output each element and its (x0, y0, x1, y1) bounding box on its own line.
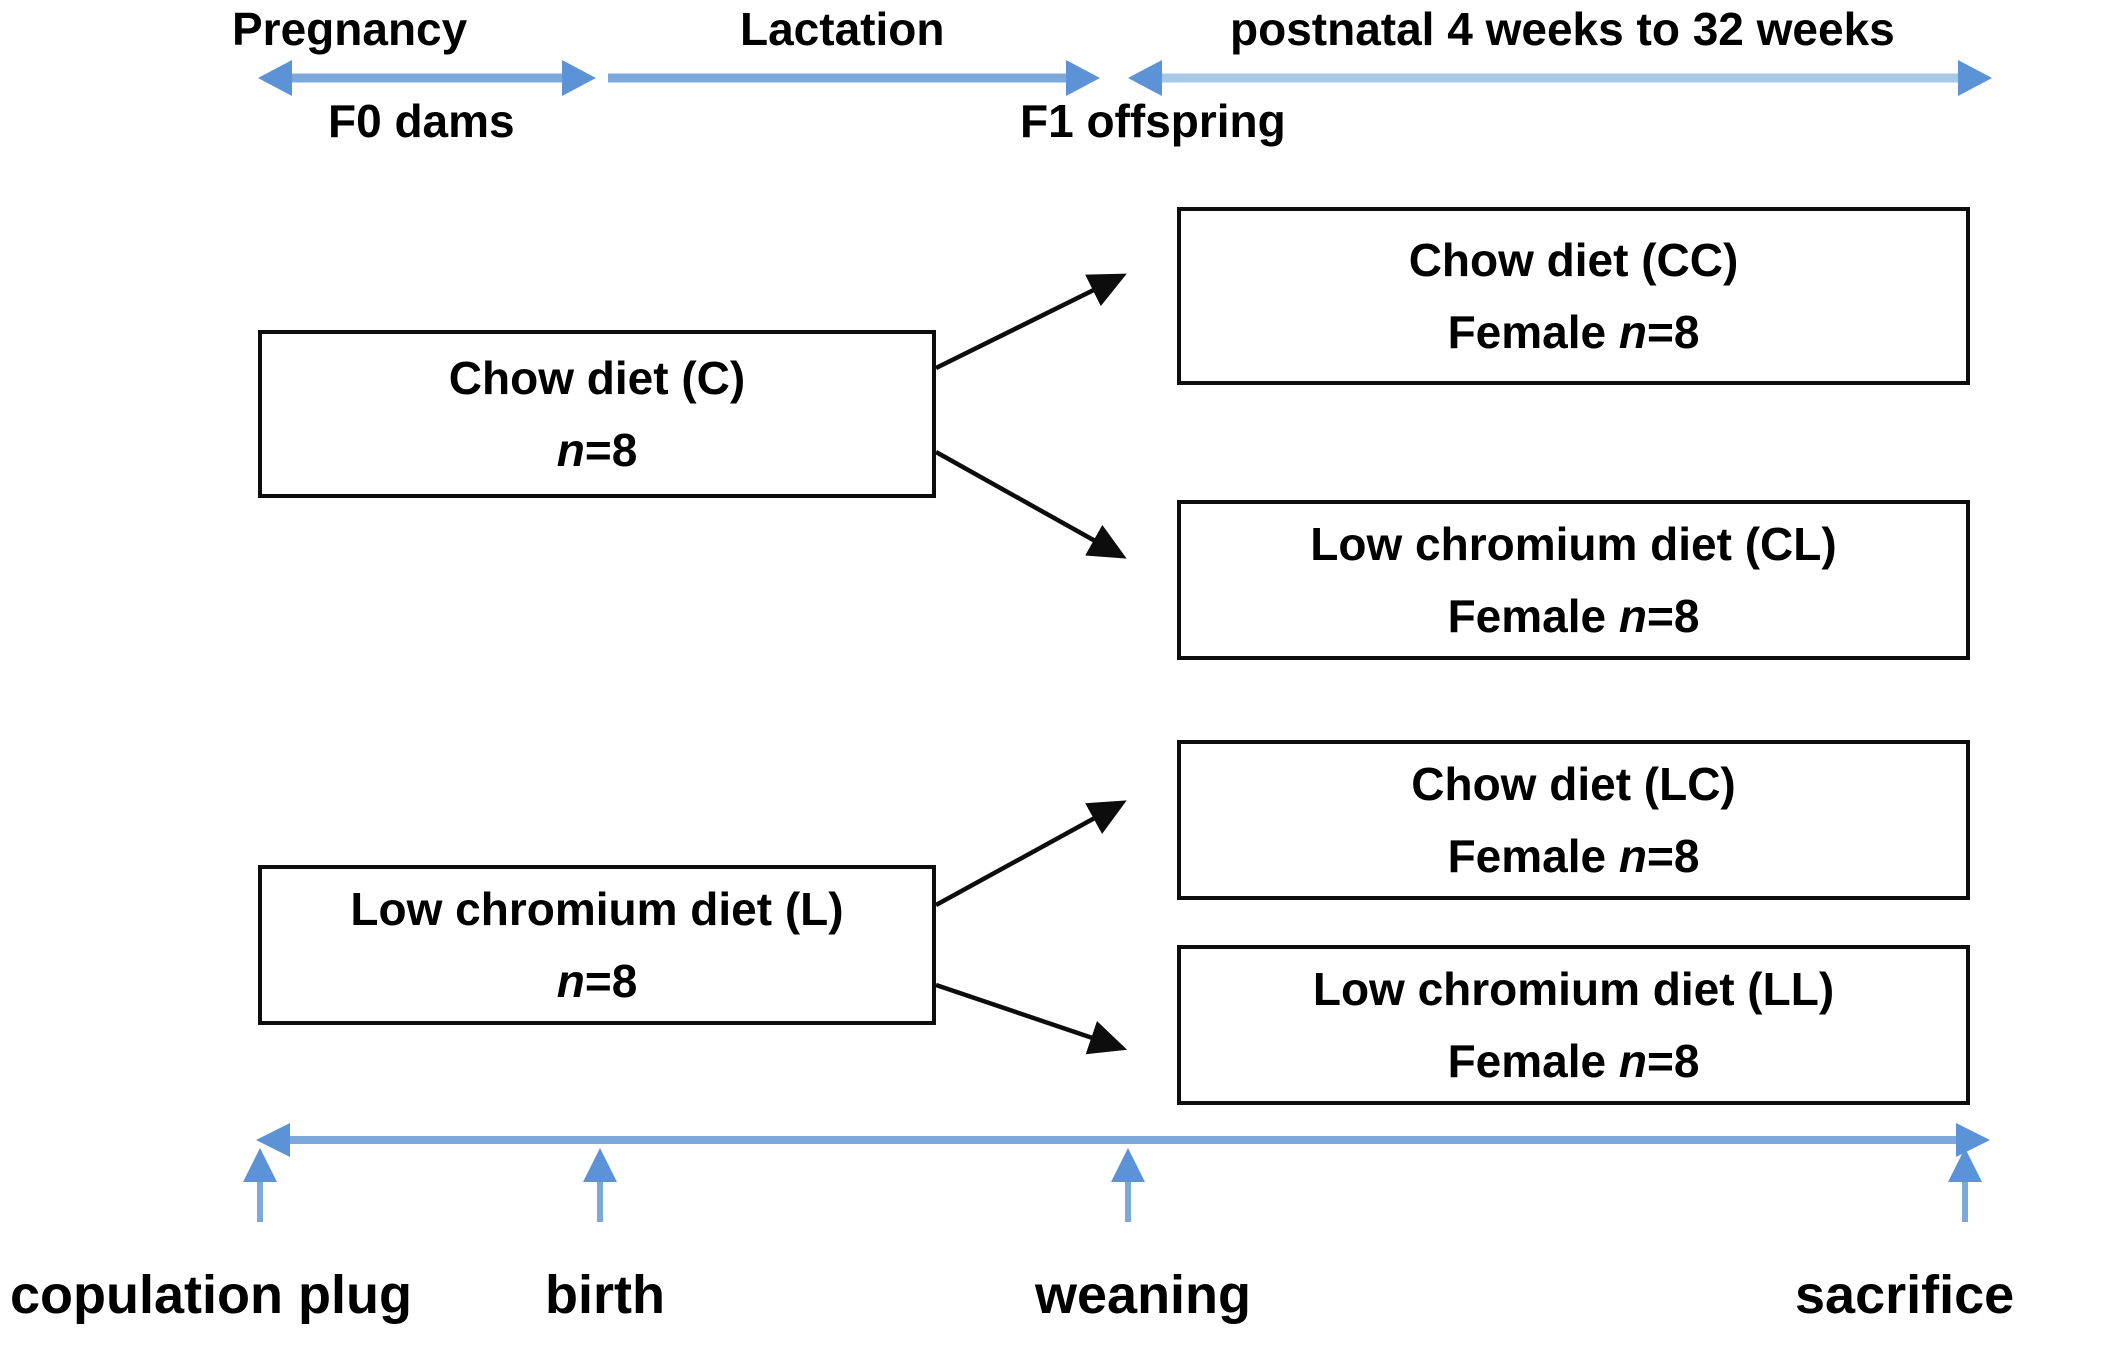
event-label-copulation-plug: copulation plug (10, 1265, 412, 1325)
event-label-birth: birth (545, 1265, 665, 1325)
offspring-box-cl: Low chromium diet (CL) Female n=8 (1177, 500, 1970, 660)
offspring-box-lc: Chow diet (LC) Female n=8 (1177, 740, 1970, 900)
n-value: =8 (1646, 306, 1700, 358)
phase-label-pregnancy: Pregnancy (232, 3, 468, 55)
italic-n: n (1618, 830, 1647, 882)
phase-label-lactation: Lactation (740, 3, 945, 55)
n-value: =8 (1646, 830, 1700, 882)
female-prefix: Female (1447, 590, 1619, 642)
offspring-box-cl-sample-size: Female n=8 (1448, 589, 1700, 643)
italic-n: n (556, 424, 585, 476)
offspring-box-ll: Low chromium diet (LL) Female n=8 (1177, 945, 1970, 1105)
female-prefix: Female (1447, 830, 1619, 882)
n-value: =8 (1646, 590, 1700, 642)
n-value: =8 (584, 424, 638, 476)
female-prefix: Female (1447, 1035, 1619, 1087)
offspring-box-cc-sample-size: Female n=8 (1448, 305, 1700, 359)
parent-box-chow-diet-c: Chow diet (C) n=8 (258, 330, 936, 498)
generation-label-f0: F0 dams (328, 95, 515, 147)
parent-box-l-sample-size: n=8 (557, 954, 638, 1008)
offspring-box-ll-title: Low chromium diet (LL) (1312, 963, 1835, 1015)
offspring-box-ll-sample-size: Female n=8 (1448, 1034, 1700, 1088)
n-value: =8 (584, 955, 638, 1007)
offspring-box-cc-title: Chow diet (CC) (1408, 234, 1739, 286)
italic-n: n (1618, 306, 1647, 358)
offspring-box-cc: Chow diet (CC) Female n=8 (1177, 207, 1970, 385)
italic-n: n (1618, 1035, 1647, 1087)
phase-label-postnatal: postnatal 4 weeks to 32 weeks (1230, 3, 1895, 55)
female-prefix: Female (1447, 306, 1619, 358)
event-label-sacrifice: sacrifice (1795, 1265, 2015, 1325)
italic-n: n (1618, 590, 1647, 642)
n-value: =8 (1646, 1035, 1700, 1087)
offspring-box-lc-sample-size: Female n=8 (1448, 829, 1700, 883)
parent-box-c-title: Chow diet (C) (448, 352, 746, 404)
parent-box-l-title: Low chromium diet (L) (350, 883, 844, 935)
event-label-weaning: weaning (1035, 1265, 1252, 1325)
parent-box-c-sample-size: n=8 (557, 423, 638, 477)
generation-label-f1: F1 offspring (1020, 95, 1286, 147)
offspring-box-lc-title: Chow diet (LC) (1411, 758, 1736, 810)
parent-box-low-chromium-diet-l: Low chromium diet (L) n=8 (258, 865, 936, 1025)
italic-n: n (556, 955, 585, 1007)
offspring-box-cl-title: Low chromium diet (CL) (1310, 518, 1837, 570)
